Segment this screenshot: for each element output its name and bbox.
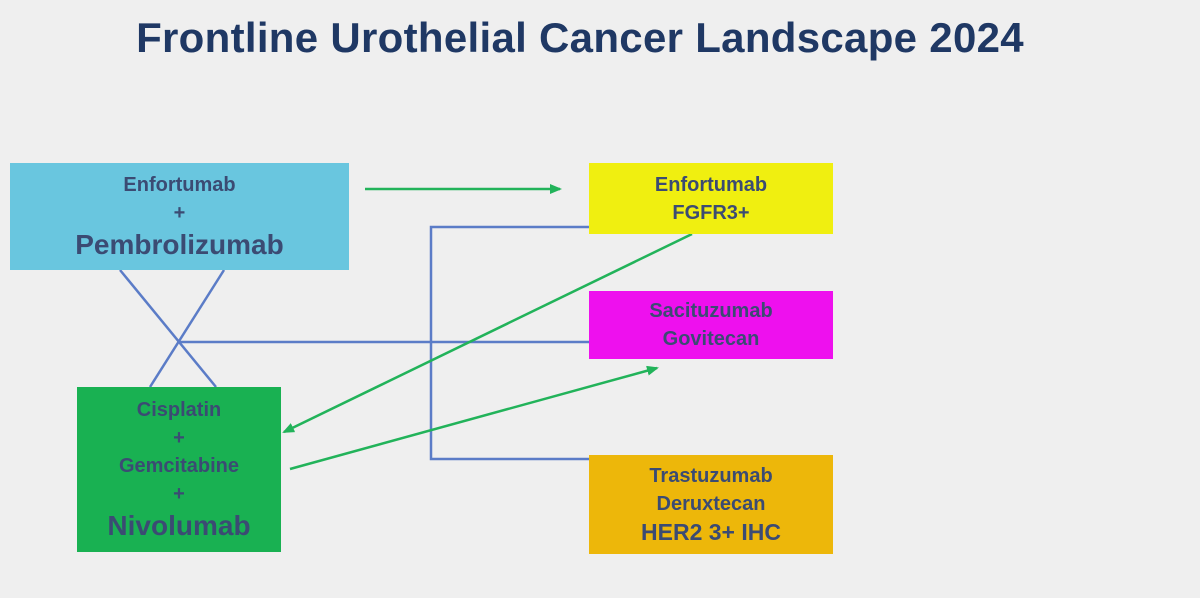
box-sacituzumab-govitecan: Sacituzumab Govitecan — [589, 291, 833, 359]
box-enfortumab-fgfr3: Enfortumab FGFR3+ — [589, 163, 833, 234]
plus-sign: + — [173, 482, 185, 505]
box-enfortumab-pembrolizumab: Enfortumab + Pembrolizumab — [10, 163, 349, 270]
cross-line-right — [148, 269, 226, 388]
box-label-sacituzumab: Sacituzumab — [649, 300, 773, 322]
plus-sign: + — [173, 201, 186, 224]
bracket-fgfr3-to-trastuzumab — [429, 225, 589, 461]
box-label-cisplatin: Cisplatin — [136, 398, 222, 421]
box-label-gemcitabine: Gemcitabine — [118, 454, 240, 477]
arrow-nivolumab-to-sacituzumab — [289, 365, 659, 471]
box-label-pembrolizumab: Pembrolizumab — [75, 228, 284, 260]
cross-line-left — [119, 269, 217, 388]
box-label-enfortumab: Enfortumab — [123, 173, 236, 196]
box-label-her2: HER2 3+ IHC — [641, 519, 781, 545]
page-title: Frontline Urothelial Cancer Landscape 20… — [136, 14, 1024, 61]
box-label-deruxtecan: Deruxtecan — [656, 493, 766, 515]
box-label-enfortumab: Enfortumab — [654, 173, 768, 196]
arrow-fgfr3-to-nivolumab — [282, 232, 693, 434]
box-label-trastuzumab: Trastuzumab — [649, 465, 773, 487]
plus-sign: + — [173, 426, 185, 449]
box-label-govitecan: Govitecan — [662, 328, 760, 350]
box-trastuzumab-deruxtecan: Trastuzumab Deruxtecan HER2 3+ IHC — [589, 455, 833, 554]
box-label-fgfr3: FGFR3+ — [672, 201, 750, 224]
box-label-nivolumab: Nivolumab — [107, 509, 251, 541]
box-cisplatin-gemcitabine-nivolumab: Cisplatin + Gemcitabine + Nivolumab — [77, 387, 281, 552]
